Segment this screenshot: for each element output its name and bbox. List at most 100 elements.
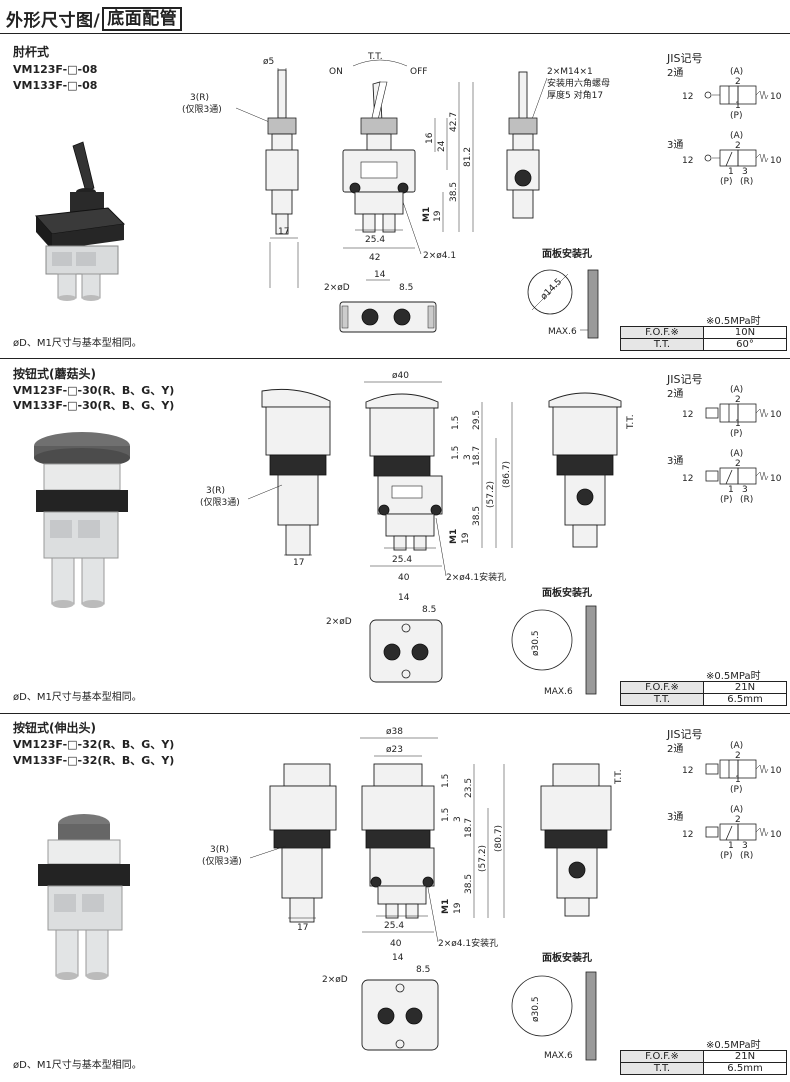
dim-label: 8.5 bbox=[422, 605, 436, 615]
spec-key: F.O.F.※ bbox=[620, 681, 704, 694]
port-label: 10 bbox=[770, 410, 782, 420]
dim-label: 23.5 bbox=[464, 778, 474, 798]
toggle-right-view: 2×M14×1 安装用六角螺母 厚度5 对角17 bbox=[506, 67, 610, 219]
port-label: 12 bbox=[682, 92, 693, 102]
section-title: 按钮式(伸出头) bbox=[13, 721, 96, 735]
port-label: (P) bbox=[720, 495, 732, 505]
jis-2way-symbol: (A) 2 1 (P) 12 10 bbox=[682, 385, 782, 439]
panel-hole-title: 面板安装孔 bbox=[542, 249, 592, 260]
dim-label: (86.7) bbox=[502, 461, 512, 488]
jis-3way-symbol: (A) 2 1 3 (P) (R) 12 10 bbox=[682, 805, 782, 861]
port-label: 2 bbox=[735, 459, 741, 469]
port-label: (P) bbox=[730, 111, 742, 121]
dim-label: 40 bbox=[398, 573, 410, 583]
dim-label: 2×ø4.1 bbox=[423, 251, 456, 261]
port-label: (A) bbox=[730, 805, 743, 815]
dim-label: 14 bbox=[392, 953, 404, 963]
dim-label: ø30.5 bbox=[531, 996, 541, 1022]
port-label: (P) bbox=[720, 851, 732, 861]
dim-label: T.T. bbox=[367, 52, 383, 62]
dim-label: (仅限3通) bbox=[182, 103, 222, 115]
dim-label: 1.5 bbox=[441, 774, 451, 788]
dim-label: ø23 bbox=[386, 745, 403, 755]
toggle-valve-photo bbox=[34, 141, 126, 301]
model-number: VM123F-□-30(R、B、G、Y) bbox=[13, 384, 175, 397]
spec-key: F.O.F.※ bbox=[620, 1050, 704, 1063]
model-number: VM133F-□-32(R、B、G、Y) bbox=[13, 754, 175, 767]
spec-table: F.O.F.※21N T.T.6.5mm bbox=[620, 681, 787, 706]
port-label: 3 bbox=[742, 485, 748, 495]
jis-3way-symbol: (A) 2 1 3 (P) (R) 12 10 bbox=[682, 131, 782, 187]
dim-label: 19 bbox=[453, 902, 463, 914]
spec-value: 60° bbox=[703, 338, 787, 351]
jis-2way-label: 2通 bbox=[667, 389, 684, 400]
dim-label: (57.2) bbox=[478, 845, 488, 872]
port-label: 10 bbox=[770, 474, 782, 484]
dim-label: 3(R) bbox=[206, 486, 225, 496]
dim-label: M1 bbox=[449, 529, 459, 544]
extended-valve-photo bbox=[38, 814, 130, 980]
jis-title: JIS记号 bbox=[667, 728, 703, 741]
extended-front-view: ø38 ø23 25.4 40 2×ø4.1安装孔 1.5 1.5 3 23.5… bbox=[360, 727, 505, 949]
port-label: 3 bbox=[742, 167, 748, 177]
dim-label: 3 bbox=[463, 454, 473, 460]
port-label: (A) bbox=[730, 741, 743, 751]
dim-label: MAX.6 bbox=[544, 1051, 573, 1061]
spec-value: 21N bbox=[703, 1050, 787, 1063]
port-label: 12 bbox=[682, 474, 693, 484]
mushroom-bottom-view: 2×øD 14 8.5 bbox=[326, 593, 443, 683]
dim-label: MAX.6 bbox=[548, 327, 577, 337]
dim-label: ø5 bbox=[263, 57, 274, 67]
dim-label: (仅限3通) bbox=[202, 855, 242, 867]
port-label: (R) bbox=[740, 851, 753, 861]
footnote: øD、M1尺寸与基本型相同。 bbox=[13, 692, 142, 703]
dim-label: (80.7) bbox=[494, 825, 504, 852]
dim-label: MAX.6 bbox=[544, 687, 573, 697]
model-number: VM133F-□-30(R、B、G、Y) bbox=[13, 399, 175, 412]
dim-label: ø38 bbox=[386, 727, 403, 737]
footnote: øD、M1尺寸与基本型相同。 bbox=[13, 338, 142, 349]
spec-key: T.T. bbox=[620, 1062, 704, 1075]
dim-label: 2×M14×1 bbox=[547, 67, 593, 77]
dim-label: 3(R) bbox=[190, 93, 209, 103]
jis-title: JIS记号 bbox=[667, 52, 703, 65]
dim-label: 8.5 bbox=[416, 965, 430, 975]
dim-label: 1.5 bbox=[451, 416, 461, 430]
page-title: 外形尺寸图/ 底面配管 bbox=[6, 6, 183, 31]
dim-label: 25.4 bbox=[384, 921, 404, 931]
dim-label: 3(R) bbox=[210, 845, 229, 855]
port-label: 12 bbox=[682, 410, 693, 420]
dim-label: 42.7 bbox=[449, 112, 459, 132]
port-label: (R) bbox=[740, 495, 753, 505]
dim-label: 25.4 bbox=[392, 555, 412, 565]
spec-value: 10N bbox=[703, 326, 787, 339]
spec-table: F.O.F.※10N T.T.60° bbox=[620, 326, 787, 351]
mushroom-right-view: T.T. bbox=[548, 392, 636, 548]
dim-label: 40 bbox=[390, 939, 402, 949]
page-title-plain: 外形尺寸图/ bbox=[6, 11, 101, 31]
dim-label: M1 bbox=[422, 207, 432, 222]
dim-label: 38.5 bbox=[472, 506, 482, 526]
mushroom-front-view: ø40 25.4 40 2×ø4.1安装孔 1.5 1.5 3 29.5 18.… bbox=[364, 371, 513, 583]
model-number: VM133F-□-08 bbox=[13, 79, 98, 92]
jis-3way-label: 3通 bbox=[667, 812, 684, 823]
toggle-side-view: ø5 3(R) (仅限3通) 17 bbox=[182, 57, 299, 288]
spec-value: 6.5mm bbox=[703, 693, 787, 706]
port-label: (R) bbox=[740, 177, 753, 187]
section-title: 按钮式(蘑菇头) bbox=[13, 367, 96, 381]
jis-3way-symbol: (A) 2 1 3 (P) (R) 12 10 bbox=[682, 449, 782, 505]
dim-label: 厚度5 对角17 bbox=[547, 89, 603, 101]
port-label: (A) bbox=[730, 385, 743, 395]
port-label: (A) bbox=[730, 449, 743, 459]
jis-3way-label: 3通 bbox=[667, 456, 684, 467]
panel-hole-title: 面板安装孔 bbox=[542, 588, 592, 599]
dim-label: ON bbox=[329, 67, 343, 77]
port-label: 3 bbox=[742, 841, 748, 851]
port-label: 1 bbox=[728, 167, 734, 177]
port-label: 10 bbox=[770, 156, 782, 166]
port-label: 2 bbox=[735, 751, 741, 761]
dim-label: 42 bbox=[369, 253, 380, 263]
dim-label: ø40 bbox=[392, 371, 409, 381]
dim-label: 1.5 bbox=[451, 446, 461, 460]
dim-label: 8.5 bbox=[399, 283, 413, 293]
